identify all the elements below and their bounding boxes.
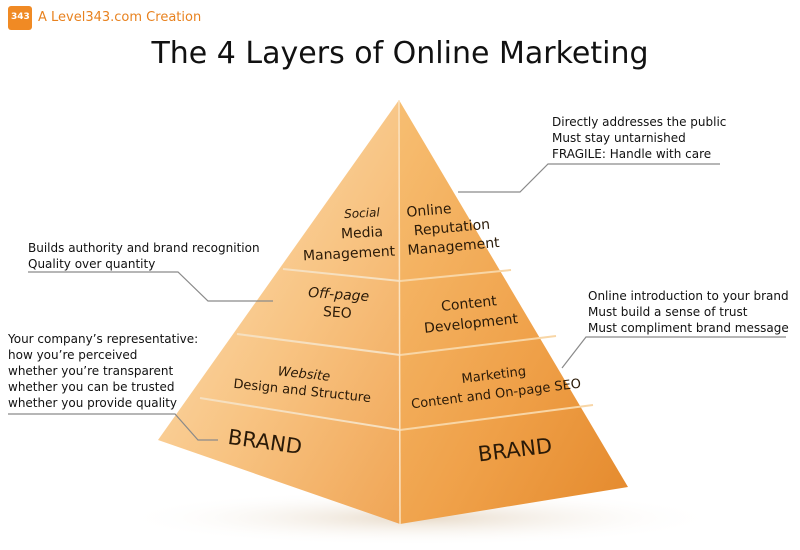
note-middle-left: Builds authority and brand recognition Q… bbox=[28, 240, 260, 272]
pyramid-right-face bbox=[399, 100, 628, 524]
note-top-right: Directly addresses the public Must stay … bbox=[552, 114, 726, 162]
leader-line-middle-right bbox=[561, 336, 786, 369]
note-line: whether you provide quality bbox=[8, 396, 178, 410]
pyramid-ridge bbox=[398, 99, 401, 525]
note-line: whether you’re transparent bbox=[8, 364, 174, 378]
right-tier-line-2 bbox=[399, 335, 557, 356]
left-tier-line-2 bbox=[236, 333, 401, 356]
left-tier-line-1 bbox=[282, 268, 401, 282]
level343-logo-icon: 343 bbox=[8, 6, 32, 30]
note-line: Your company’s representative: bbox=[8, 332, 199, 346]
note-line: Must stay untarnished bbox=[552, 131, 686, 145]
note-line: Builds authority and brand recognition bbox=[28, 241, 260, 255]
pyramid-left-face bbox=[158, 100, 400, 524]
note-line: FRAGILE: Handle with care bbox=[552, 147, 712, 161]
right-tier-line-1 bbox=[399, 269, 512, 282]
note-bottom-left: Your company’s representative: how you’r… bbox=[8, 331, 198, 411]
note-middle-right: Online introduction to your brand Must b… bbox=[588, 288, 789, 336]
layer-offpage-seo: Off-page SEO bbox=[287, 283, 389, 326]
leader-line-bottom-left bbox=[8, 413, 218, 441]
note-line: Online introduction to your brand bbox=[588, 289, 789, 303]
right-tier-line-3 bbox=[399, 404, 594, 431]
layer-online-reputation-management: Online Reputation Management bbox=[390, 195, 515, 262]
note-line: how you’re perceived bbox=[8, 348, 138, 362]
note-line: Quality over quantity bbox=[28, 257, 156, 271]
logo-text: 343 bbox=[11, 12, 30, 22]
page-title: The 4 Layers of Online Marketing bbox=[151, 36, 649, 71]
note-line: whether you can be trusted bbox=[8, 380, 175, 394]
note-line: Must compliment brand message bbox=[588, 321, 789, 335]
leader-line-middle-left bbox=[28, 271, 273, 302]
credit-text: A Level343.com Creation bbox=[38, 10, 202, 25]
left-tier-line-3 bbox=[199, 397, 401, 431]
note-line: Must build a sense of trust bbox=[588, 305, 748, 319]
note-line: Directly addresses the public bbox=[552, 115, 727, 129]
leader-line-top-right bbox=[458, 163, 720, 193]
